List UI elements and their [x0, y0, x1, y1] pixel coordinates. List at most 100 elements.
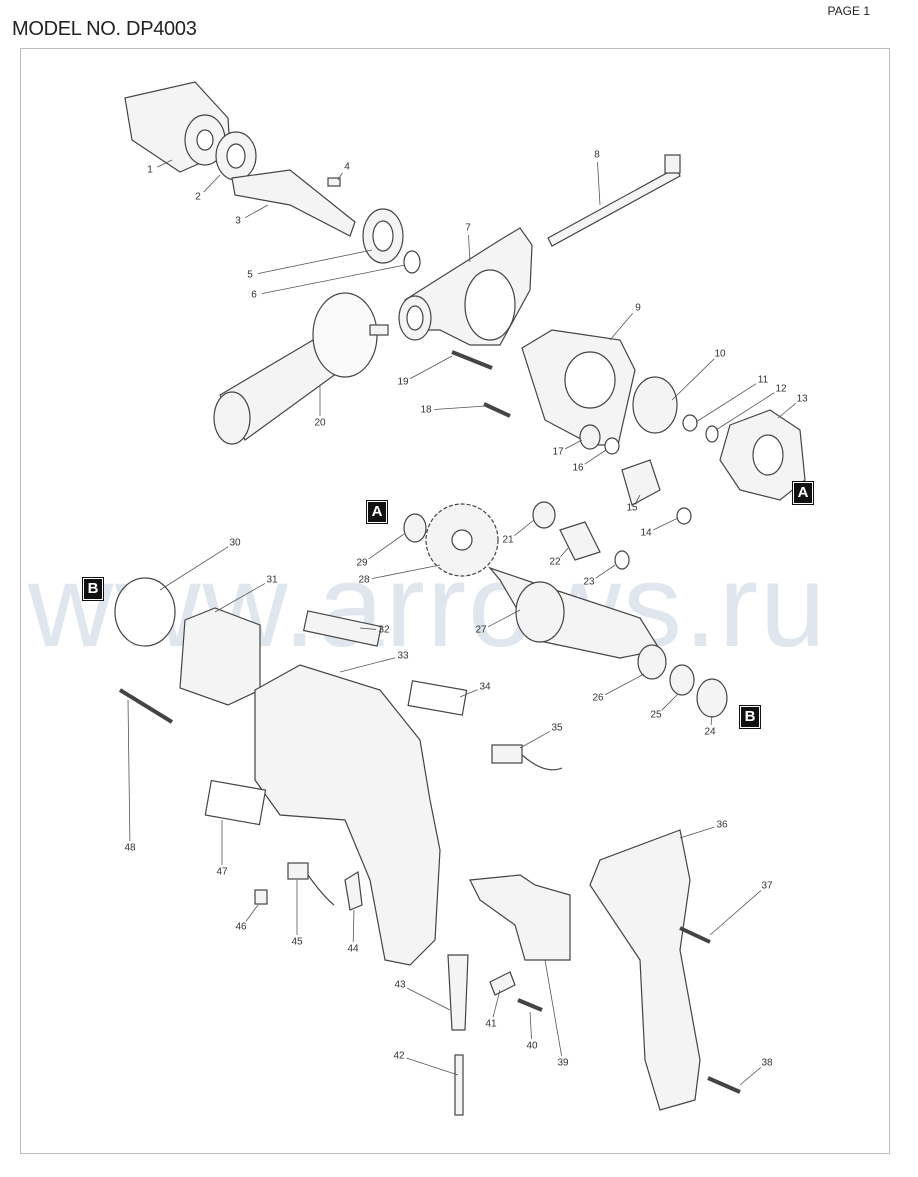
part-washer-23	[614, 550, 630, 570]
leader-line	[157, 159, 173, 168]
leader-line	[127, 699, 131, 842]
part-number-label: 39	[557, 1057, 569, 1069]
part-number-label: 10	[714, 348, 726, 360]
leader-line	[739, 1067, 762, 1086]
callout-a: A	[366, 500, 388, 524]
part-screw-38	[707, 1076, 741, 1094]
callout-b: B	[739, 705, 761, 729]
part-motor-housing-33	[254, 664, 441, 966]
part-screw-37	[679, 926, 711, 944]
part-number-label: 29	[356, 557, 368, 569]
leader-line	[635, 494, 641, 503]
part-number-label: 20	[314, 417, 326, 429]
part-number-label: 30	[229, 537, 241, 549]
part-pinion-22	[559, 521, 601, 561]
part-number-label: 23	[583, 576, 595, 588]
leader-line	[409, 355, 453, 380]
part-screw-48	[118, 688, 174, 724]
leader-line	[584, 449, 607, 465]
part-number-label: 15	[626, 502, 638, 514]
leader-line	[595, 564, 616, 579]
part-number-label: 2	[195, 191, 201, 203]
part-number-label: 19	[397, 376, 409, 388]
leader-line	[710, 715, 713, 726]
part-number-label: 5	[247, 269, 253, 281]
part-washer-14	[676, 507, 692, 525]
leader-line	[487, 609, 521, 628]
leader-line	[406, 987, 451, 1011]
part-number-label: 35	[551, 722, 563, 734]
part-plate-32	[302, 610, 382, 647]
part-number-label: 37	[761, 880, 773, 892]
leader-line	[459, 689, 478, 698]
leader-line	[244, 204, 269, 219]
leader-line	[468, 234, 471, 263]
leader-lines	[127, 159, 796, 1086]
part-spindle	[231, 169, 356, 237]
part-rod-8	[547, 167, 681, 247]
part-number-label: 21	[502, 534, 514, 546]
part-number-label: 48	[124, 842, 136, 854]
part-handle-cover-36	[589, 829, 701, 1111]
part-ring-6	[403, 250, 421, 274]
callout-a: A	[792, 481, 814, 505]
diagram-frame	[20, 48, 890, 1154]
leader-line	[597, 161, 601, 206]
part-number-label: 34	[479, 681, 491, 693]
callout-b: B	[82, 577, 104, 601]
leader-line	[352, 909, 355, 943]
part-field-31	[179, 607, 261, 706]
part-number-label: 13	[796, 393, 808, 405]
part-cap-46	[254, 889, 268, 905]
leader-line	[679, 826, 715, 839]
leader-line	[406, 1057, 459, 1076]
part-lever-41	[489, 971, 516, 996]
part-ring-24	[696, 678, 728, 718]
part-bearing-5	[362, 208, 404, 264]
leader-line	[433, 405, 487, 410]
part-bearing-17	[579, 424, 601, 450]
part-number-label: 24	[704, 726, 716, 738]
part-bearing-21	[532, 501, 556, 529]
leader-line	[261, 264, 406, 295]
part-number-label: 38	[761, 1057, 773, 1069]
part-baffle-30	[114, 577, 176, 647]
leader-line	[337, 172, 343, 181]
leader-line	[245, 904, 259, 922]
part-number-label: 18	[420, 404, 432, 416]
part-number-label: 42	[393, 1050, 405, 1062]
leader-line	[544, 959, 563, 1057]
part-number-label: 26	[592, 692, 604, 704]
leader-line	[214, 583, 266, 613]
part-switch-39	[469, 874, 571, 961]
part-number-label: 33	[397, 650, 409, 662]
part-label-34	[407, 680, 468, 716]
leader-line	[519, 730, 551, 749]
leader-line	[609, 313, 634, 341]
part-number-label: 45	[291, 936, 303, 948]
part-number-label: 40	[526, 1040, 538, 1052]
part-cord-42	[454, 1054, 464, 1116]
part-number-label: 47	[216, 866, 228, 878]
part-number-label: 28	[358, 574, 370, 586]
part-number-label: 4	[344, 161, 350, 173]
part-number-label: 12	[775, 383, 787, 395]
part-number-label: 11	[757, 374, 769, 386]
part-number-label: 22	[549, 556, 561, 568]
leader-line	[368, 533, 405, 560]
part-number-label: 17	[552, 446, 564, 458]
part-number-label: 36	[716, 819, 728, 831]
page-number: PAGE 1	[827, 4, 870, 18]
part-number-label: 3	[235, 215, 241, 227]
leader-line	[203, 174, 221, 193]
leader-line	[715, 392, 775, 431]
leader-line	[159, 546, 229, 591]
part-cord-guard-43	[447, 954, 469, 1031]
part-number-label: 43	[394, 979, 406, 991]
leader-line	[709, 890, 762, 936]
part-number-label: 41	[485, 1018, 497, 1030]
leader-line	[371, 564, 441, 580]
part-number-label: 27	[475, 624, 487, 636]
part-number-label: 9	[635, 302, 641, 314]
